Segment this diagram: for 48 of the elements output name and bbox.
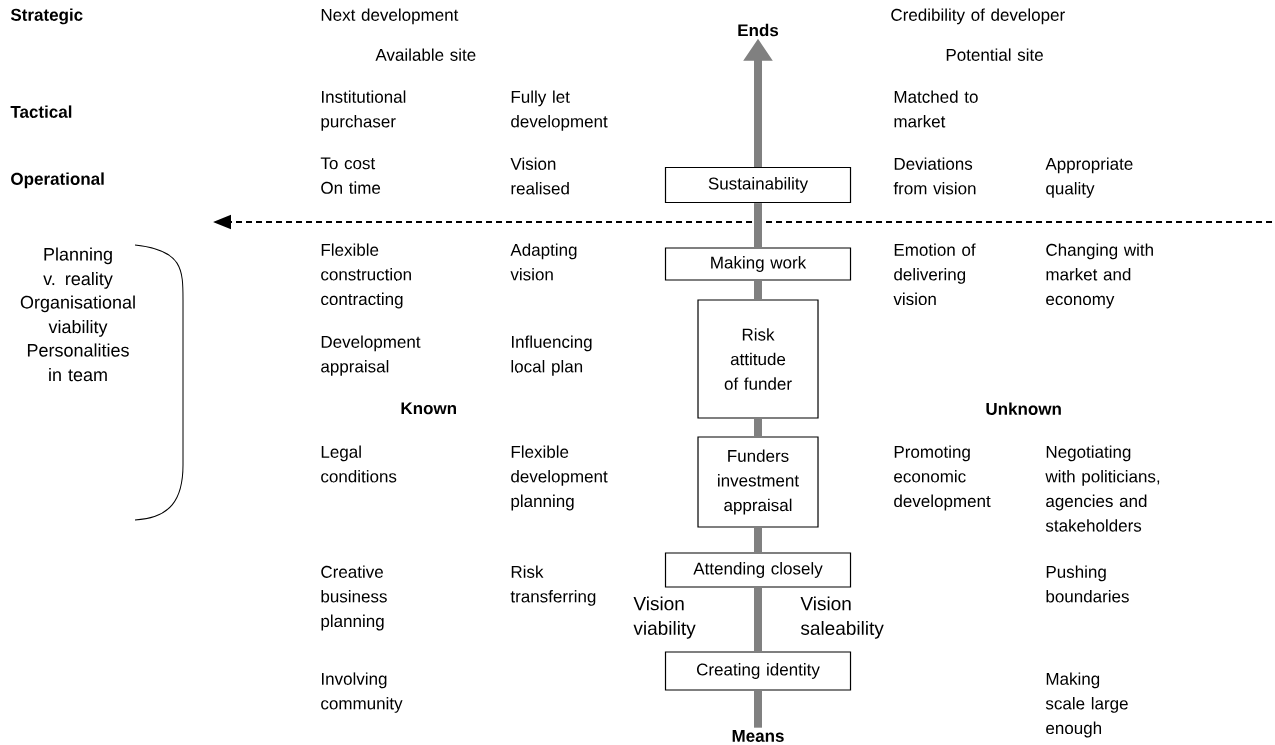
row-label: Tactical xyxy=(10,105,72,118)
factor-label: Negotiating with politicians, agencies and stakeholders xyxy=(1045,445,1160,532)
factor-label: Institutional purchaser xyxy=(321,90,406,131)
factor-label: Vision realised xyxy=(510,157,569,195)
process-box: Creating identity xyxy=(664,651,852,691)
factor-label: Emotion of delivering vision xyxy=(893,243,976,306)
factor-label: Deviations from vision xyxy=(893,157,976,195)
factor-label: Appropriate quality xyxy=(1045,157,1133,198)
connector-line xyxy=(754,418,762,437)
factor-label: Flexible development planning xyxy=(511,445,608,511)
factor-label: Flexible construction contracting xyxy=(321,243,411,309)
axis-label: Means xyxy=(732,730,784,742)
factor-label: Influencing local plan xyxy=(511,335,592,376)
axis-label: Ends xyxy=(738,23,779,37)
connector-line xyxy=(754,587,762,652)
factor-label: Fully let development xyxy=(511,90,608,131)
process-box: Making work xyxy=(664,247,852,281)
process-box: Sustainability xyxy=(664,166,852,204)
factor-label: Potential site xyxy=(946,48,1043,61)
connector-line xyxy=(754,280,762,300)
factor-label: Making scale large enough xyxy=(1045,672,1128,738)
factor-label: Risk transferring xyxy=(510,565,596,606)
factor-label: Next development xyxy=(321,8,459,25)
row-label: Unknown xyxy=(986,402,1061,415)
process-box: Funders investment appraisal xyxy=(697,436,819,528)
axis-side-label: Vision saleability xyxy=(800,596,884,639)
factor-label: Adapting vision xyxy=(510,243,577,281)
row-label: Operational xyxy=(11,172,104,189)
factor-label: Credibility of developer xyxy=(891,8,1065,25)
factor-label: Changing with market and economy xyxy=(1046,243,1153,309)
bracket-label: Organisational viability xyxy=(20,295,135,337)
factor-label: Promoting economic development xyxy=(894,445,991,511)
process-box: Risk attitude of funder xyxy=(697,299,819,419)
factor-label: Legal conditions xyxy=(321,445,397,483)
factor-label: Development appraisal xyxy=(321,335,421,376)
process-box: Attending closely xyxy=(664,552,852,588)
factor-label: Creative business planning xyxy=(321,565,387,631)
connector-line xyxy=(754,527,762,553)
factor-label: Available site xyxy=(375,48,476,61)
bracket-label: Planning v. reality xyxy=(43,247,113,289)
factor-label: Pushing boundaries xyxy=(1046,565,1129,603)
axis-side-label: Vision viability xyxy=(633,596,696,639)
factor-label: Involving community xyxy=(321,672,403,713)
row-label: Known xyxy=(401,402,456,415)
factor-label: Matched to market xyxy=(894,90,978,128)
bracket-label: Personalities in team xyxy=(27,343,129,382)
factor-label: To cost On time xyxy=(320,157,381,194)
row-label: Strategic xyxy=(10,8,83,25)
